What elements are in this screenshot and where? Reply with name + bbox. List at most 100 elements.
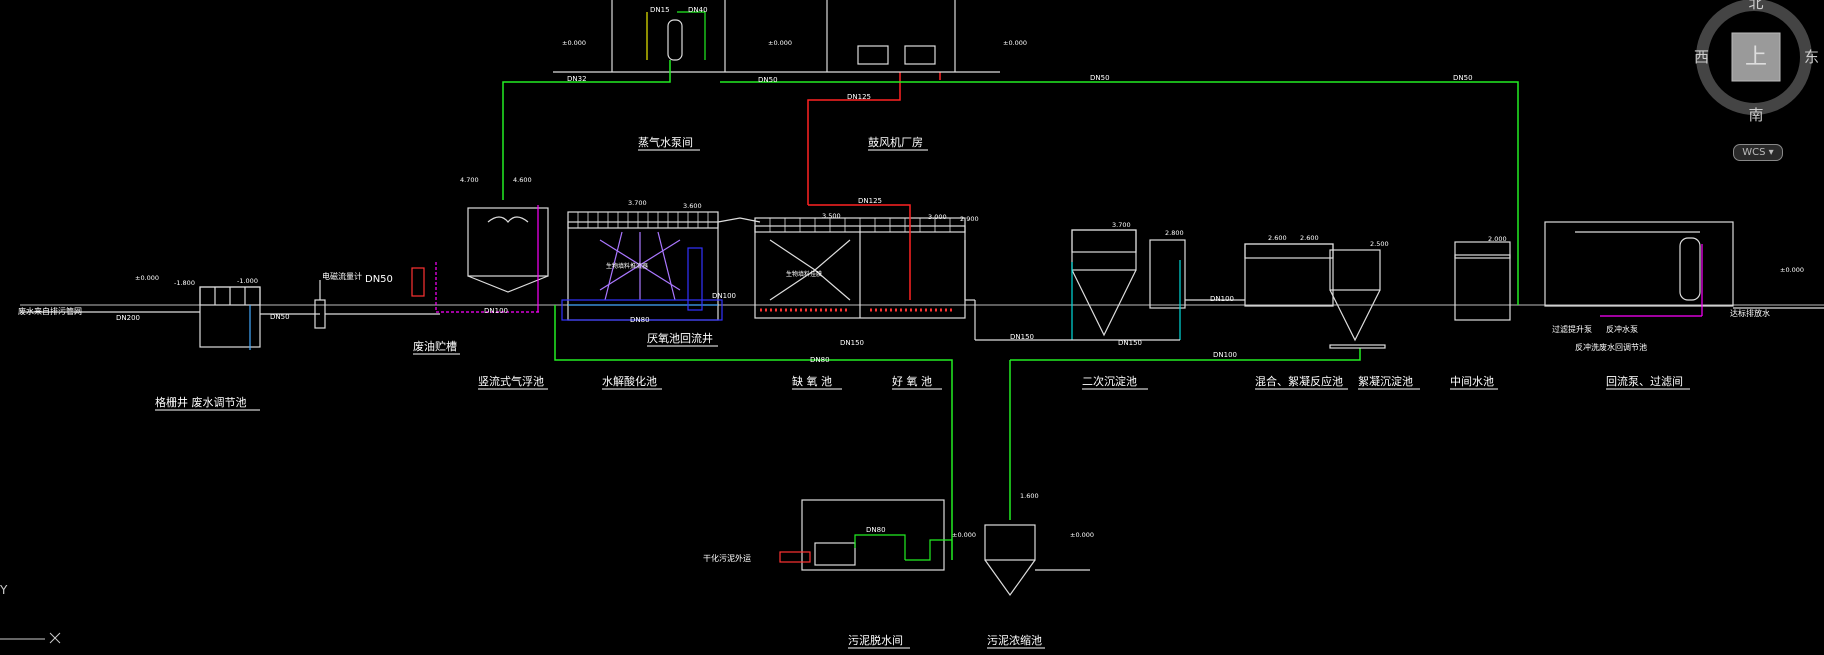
label-backwash-drain: 反冲洗废水回调节池 — [1575, 342, 1647, 352]
anaerobic-return-well — [561, 299, 723, 321]
secondary-settling-tank — [1071, 229, 1137, 271]
svg-text:3.500: 3.500 — [822, 212, 841, 220]
floc-settling-tank — [1329, 249, 1381, 291]
title-intermediate-tank: 中间水池 — [1450, 375, 1494, 388]
svg-text:±0.000: ±0.000 — [1070, 531, 1094, 539]
wcs-dropdown[interactable]: WCS ▾ — [1733, 144, 1783, 161]
pipe-label-dn150-c: DN150 — [1118, 339, 1142, 347]
air-flotation-tank — [467, 207, 549, 277]
compass-west[interactable]: 西 — [1694, 48, 1709, 66]
title-sludge-dewatering: 污泥脱水间 — [848, 633, 903, 647]
title-aerobic: 好 氧 池 — [892, 374, 932, 388]
title-anaerobic-well: 厌氧池回流井 — [647, 331, 713, 345]
title-mixing-reaction: 混合、絮凝反应池 — [1255, 374, 1343, 388]
belt-press — [814, 542, 856, 566]
air-main-pipe — [807, 72, 901, 205]
sludge-cart — [779, 551, 811, 563]
pipe-label-dn50-d: DN50 — [270, 313, 290, 321]
svg-text:3.600: 3.600 — [683, 202, 702, 210]
svg-text:2.600: 2.600 — [1300, 234, 1319, 242]
sludge-thickener — [984, 524, 1036, 561]
svg-text:±0.000: ±0.000 — [768, 39, 792, 47]
sludge-dewatering-room — [801, 499, 945, 571]
pipe-label-dn50-b: DN50 — [1090, 74, 1110, 82]
pipe-label-dn100-a: DN100 — [484, 307, 508, 315]
label-flow-meter: 电磁流量计 — [322, 271, 362, 281]
label-outflow: 达标排放水 — [1730, 308, 1770, 318]
label-bio-packing: 生物填料挂膜 — [786, 270, 822, 278]
label-backwash-pump: 反冲水泵 — [1606, 324, 1638, 334]
pipe-label-dn80-c: DN80 — [866, 526, 886, 534]
pipe-label-dn100-d: DN100 — [1213, 351, 1237, 359]
svg-text:-1.000: -1.000 — [237, 277, 258, 285]
label-filter-pump: 过滤提升泵 — [1552, 324, 1592, 334]
filter-room — [1544, 221, 1734, 307]
title-oil-tank: 废油贮槽 — [413, 339, 457, 353]
oil-tank-body — [411, 267, 425, 297]
pipe-label-dn15: DN15 — [650, 6, 670, 14]
ucs-y-label: Y — [0, 583, 8, 597]
svg-text:±0.000: ±0.000 — [562, 39, 586, 47]
title-reflux-filter-room: 回流泵、过滤间 — [1606, 374, 1683, 388]
title-hydrolysis: 水解酸化池 — [602, 374, 657, 388]
blower-1 — [857, 45, 889, 65]
pipe-label-dn40: DN40 — [688, 6, 708, 14]
svg-text:2.600: 2.600 — [1268, 234, 1287, 242]
dn50-water-main — [720, 81, 1519, 305]
svg-text:1.600: 1.600 — [1020, 492, 1039, 500]
pipe-label-dn150-b: DN150 — [1010, 333, 1034, 341]
label-inflow: 废水来自排污管网 — [18, 306, 82, 316]
svg-text:3.000: 3.000 — [928, 213, 947, 221]
wcs-label: WCS — [1742, 147, 1766, 158]
pipe-label-dn50-a: DN50 — [758, 76, 778, 84]
view-cube-top-face[interactable] — [1731, 32, 1781, 82]
pipe-label-dn100-b: DN100 — [712, 292, 736, 300]
title-steam-pump-room: 蒸气水泵间 — [638, 135, 693, 149]
pipe-label-dn125-b: DN125 — [858, 197, 882, 205]
pipe-label-dn80-b: DN80 — [810, 356, 830, 364]
svg-text:-1.800: -1.800 — [174, 279, 195, 287]
pipe-label-dn32: DN32 — [567, 75, 587, 83]
title-grid-regulating: 格栅井 废水调节池 — [155, 395, 247, 409]
svg-text:±0.000: ±0.000 — [952, 531, 976, 539]
blower-2 — [904, 45, 936, 65]
title-blower-room: 鼓风机厂房 — [868, 135, 923, 149]
intermediate-tank — [1454, 254, 1511, 321]
pipe-label-dn50-meter: DN50 — [365, 274, 393, 285]
title-secondary-settling: 二次沉淀池 — [1082, 374, 1137, 388]
view-cube[interactable]: 上 北 南 西 东 — [1690, 0, 1824, 130]
svg-text:3.700: 3.700 — [628, 199, 647, 207]
pipe-label-dn200: DN200 — [116, 314, 140, 322]
svg-text:3.700: 3.700 — [1112, 221, 1131, 229]
svg-text:±0.000: ±0.000 — [1003, 39, 1027, 47]
svg-text:2.000: 2.000 — [1488, 235, 1507, 243]
title-floc-settling: 絮凝沉淀池 — [1358, 374, 1413, 388]
pipe-label-dn80-a: DN80 — [630, 316, 650, 324]
compass-south[interactable]: 南 — [1748, 106, 1763, 124]
pipe-label-dn150-a: DN150 — [840, 339, 864, 347]
svg-text:4.700: 4.700 — [460, 176, 479, 184]
steam-boiler — [667, 19, 683, 61]
svg-text:2.500: 2.500 — [1370, 240, 1389, 248]
svg-text:4.600: 4.600 — [513, 176, 532, 184]
compass-north[interactable]: 北 — [1748, 0, 1763, 12]
compass-ring[interactable] — [1696, 0, 1812, 115]
title-anoxic: 缺 氧 池 — [792, 374, 832, 388]
label-nitro: 生物填料推流器 — [606, 262, 648, 270]
mixing-reaction-tank — [1244, 243, 1334, 307]
steam-pipe-dn32 — [502, 60, 671, 200]
ucs-icon: Y — [0, 560, 80, 650]
sand-filter — [1679, 237, 1701, 301]
svg-text:2.800: 2.800 — [1165, 229, 1184, 237]
compass-east[interactable]: 东 — [1804, 48, 1819, 66]
face-label-top: 上 — [1745, 45, 1767, 70]
label-dry-sludge: 干化污泥外运 — [703, 553, 751, 563]
svg-text:±0.000: ±0.000 — [1780, 266, 1804, 274]
title-sludge-thickener: 污泥浓缩池 — [987, 634, 1042, 647]
svg-text:2.900: 2.900 — [960, 215, 979, 223]
title-air-flotation: 竖流式气浮池 — [478, 374, 544, 388]
svg-text:±0.000: ±0.000 — [135, 274, 159, 282]
pipe-label-dn50-c: DN50 — [1453, 74, 1473, 82]
